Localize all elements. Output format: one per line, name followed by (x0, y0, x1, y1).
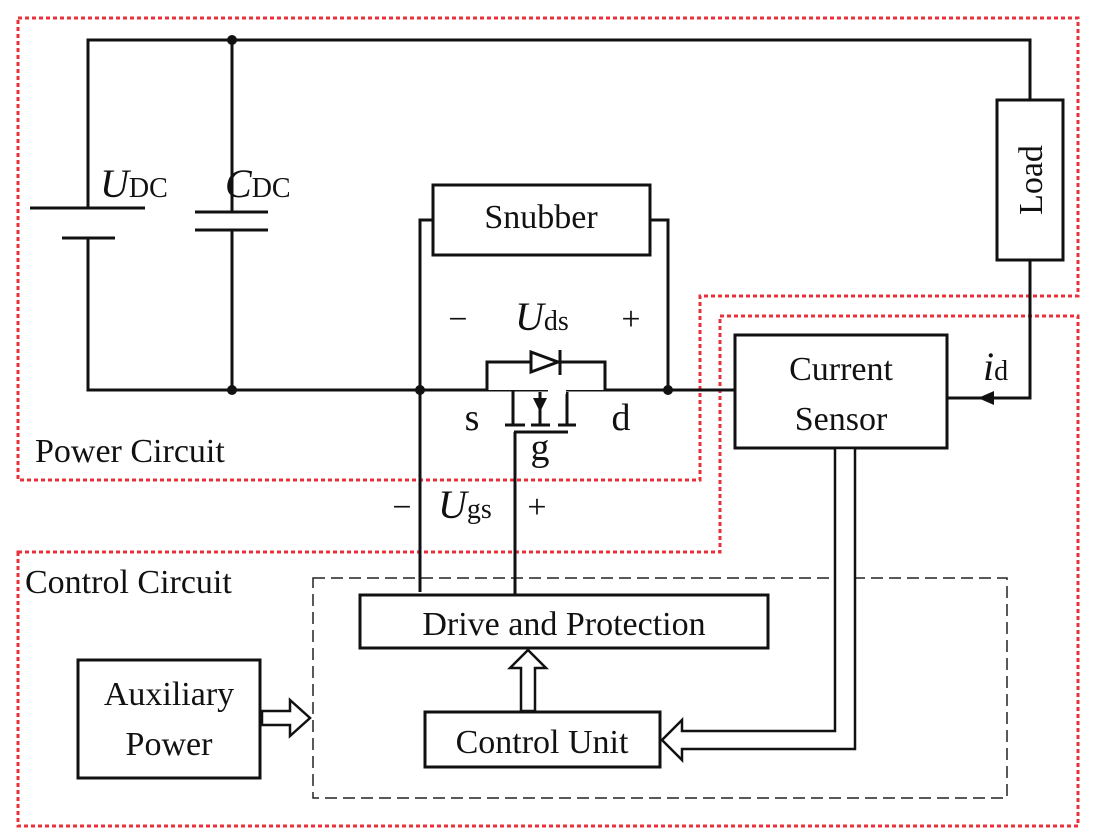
uds-plus: + (621, 301, 640, 338)
control-circuit-border (16, 314, 1080, 828)
current-sensor-label-2: Sensor (795, 401, 888, 438)
drive-protection-label: Drive and Protection (422, 606, 705, 643)
power-circuit-label: Power Circuit (35, 433, 225, 470)
aux-power-label-2: Power (126, 726, 214, 763)
current-sensor-block (733, 333, 949, 450)
ugs-minus: − (392, 489, 411, 526)
aux-to-control-arrow (260, 697, 312, 739)
load-label: Load (1013, 145, 1050, 215)
snubber-label: Snubber (484, 199, 598, 236)
ugs-plus: + (527, 489, 546, 526)
gate-label: g (531, 427, 550, 469)
control-to-drive-arrow (506, 648, 550, 713)
id-label: id (983, 344, 1008, 389)
ugs-label: Ugs (438, 482, 492, 527)
control-unit-block (423, 710, 662, 769)
udc-label: UDC (100, 161, 168, 206)
power-circuit-border (16, 16, 1080, 482)
aux-power-label-1: Auxiliary (104, 676, 234, 713)
control-unit-label: Control Unit (456, 724, 629, 761)
uds-minus: − (448, 301, 467, 338)
wires (86, 38, 1032, 595)
capacitor-symbol (195, 210, 268, 232)
current-direction-arrow (978, 391, 994, 405)
mosfet-symbol (485, 349, 607, 434)
current-sensor-label-1: Current (789, 351, 893, 388)
auxiliary-power-block (76, 658, 262, 780)
junction-dots (227, 35, 673, 395)
uds-label: Uds (515, 294, 569, 339)
snubber-block (431, 183, 652, 257)
drive-protection-block (358, 593, 770, 650)
source-label: s (465, 397, 480, 439)
sensor-to-control-arrow (660, 446, 857, 764)
control-circuit-label: Control Circuit (25, 564, 232, 601)
drain-label: d (612, 397, 631, 439)
load-block (995, 98, 1065, 262)
dc-source-symbol (30, 206, 145, 240)
cdc-label: CDC (225, 161, 291, 206)
control-dashed-box (312, 577, 1008, 799)
